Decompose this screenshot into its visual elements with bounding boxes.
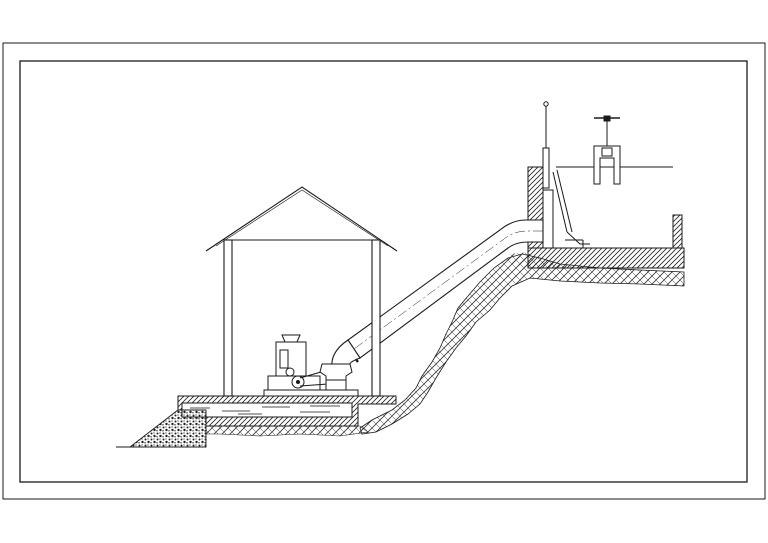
penstock	[331, 219, 544, 377]
pulley-icon	[285, 367, 295, 377]
powerhouse-wall-right	[371, 239, 381, 397]
sheet-border	[2, 42, 766, 500]
gate-knob-icon	[543, 101, 549, 107]
drawing-border	[19, 60, 748, 483]
turbine	[319, 363, 353, 391]
hillside-ground	[359, 252, 685, 435]
tailrace-channel	[177, 395, 397, 437]
sluice-gate	[542, 101, 621, 189]
powerhouse-roof	[205, 186, 398, 252]
forebay-intake	[527, 166, 685, 269]
tailrace-water	[181, 402, 353, 418]
riprap	[116, 409, 207, 448]
intake-right-wall	[672, 214, 683, 249]
outer-frame	[2, 42, 766, 500]
powerhouse-wall-left	[223, 239, 233, 397]
trash-rack	[552, 169, 590, 245]
powerhouse	[205, 186, 398, 397]
